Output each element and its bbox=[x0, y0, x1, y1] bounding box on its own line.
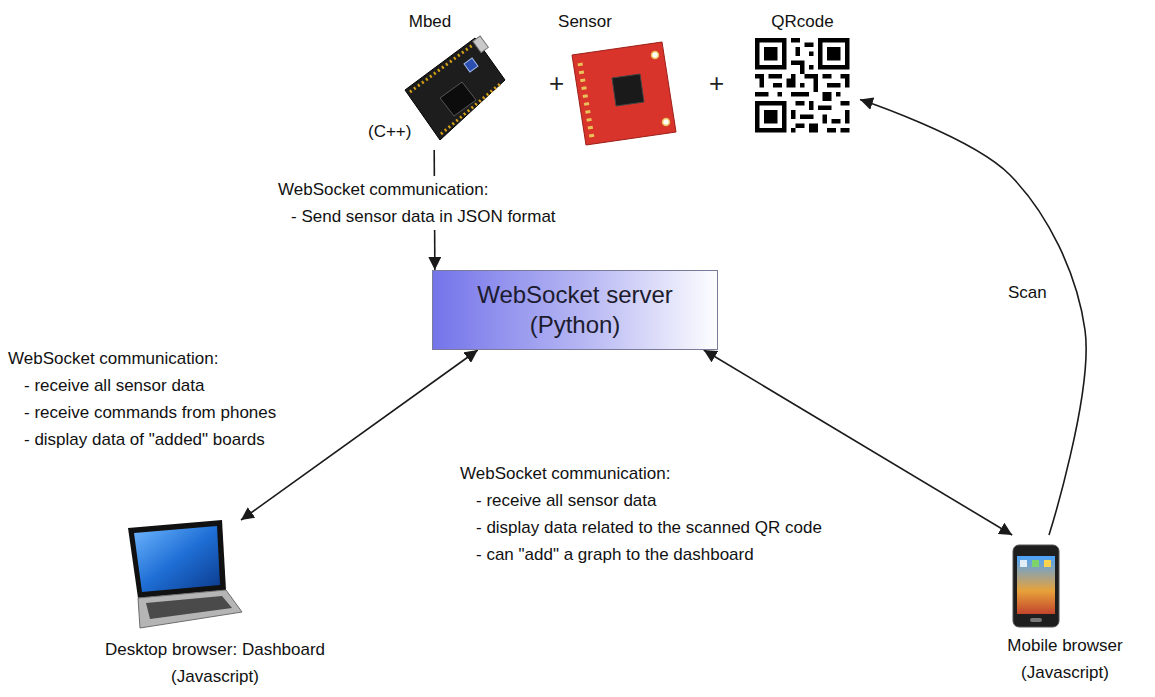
phone-body bbox=[1013, 545, 1059, 627]
phone-screen bbox=[1017, 556, 1055, 614]
qr-modules bbox=[755, 38, 850, 133]
websocket-arrow bbox=[704, 350, 1013, 535]
label-line: - receive commands from phones bbox=[8, 399, 276, 426]
edge-label: WebSocket communication: - receive all s… bbox=[8, 345, 276, 453]
plus-sign: + bbox=[549, 68, 564, 98]
plus-sign: + bbox=[709, 68, 724, 98]
board-body bbox=[405, 38, 505, 140]
edge-label-slot: WebSocket communication: - Send sensor d… bbox=[275, 176, 559, 230]
label-line: - Send sensor data in JSON format bbox=[275, 203, 559, 230]
edge-label-slot: WebSocket communication: - receive all s… bbox=[460, 460, 822, 568]
laptop-lid bbox=[128, 520, 226, 598]
label-line: - can "add" a graph to the dashboard bbox=[460, 541, 754, 568]
board-body bbox=[572, 42, 676, 145]
label-line: WebSocket communication: bbox=[275, 176, 491, 203]
pin-row bbox=[580, 63, 592, 138]
label-line: - display data of "added" boards bbox=[8, 426, 265, 453]
websocket-arrow bbox=[860, 100, 1086, 536]
node-caption: (C++) bbox=[368, 118, 438, 145]
label-slot: + bbox=[549, 68, 564, 98]
node-caption: QRcode bbox=[745, 8, 860, 35]
text-slot: Sensor bbox=[525, 8, 645, 35]
usb-connector bbox=[473, 36, 489, 53]
mount-hole bbox=[652, 52, 659, 59]
edge-label: Scan bbox=[1008, 279, 1047, 306]
phone-illustration bbox=[1013, 545, 1059, 627]
chip bbox=[440, 82, 476, 116]
qr-finder bbox=[755, 38, 850, 133]
qr-code bbox=[755, 38, 850, 133]
reset-button bbox=[464, 58, 478, 72]
label-line: WebSocket communication: bbox=[8, 345, 218, 372]
edge-label: WebSocket communication: - Send sensor d… bbox=[275, 176, 559, 230]
label-line: - receive all sensor data bbox=[8, 372, 204, 399]
label-line: - receive all sensor data bbox=[460, 487, 656, 514]
phone-icon bbox=[1020, 560, 1027, 567]
label-line: WebSocket communication: bbox=[460, 460, 670, 487]
websocket-arrow bbox=[241, 350, 478, 520]
phone-icon bbox=[1032, 560, 1039, 567]
server-box: WebSocket server (Python) bbox=[432, 270, 718, 350]
text-slot: QRcode bbox=[745, 8, 860, 35]
text-slot: (C++) bbox=[368, 118, 438, 145]
node-caption: Mobile browser (Javascript) bbox=[985, 632, 1145, 686]
sensor-board bbox=[572, 42, 676, 145]
text-slot: Mbed bbox=[360, 8, 500, 35]
mbed-board bbox=[405, 36, 505, 140]
mobile-node: Mobile browser (Javascript) bbox=[985, 535, 1145, 692]
label-line: - display data related to the scanned QR… bbox=[460, 514, 822, 541]
qrcode-node: QRcode bbox=[745, 5, 860, 140]
laptop-screen bbox=[134, 526, 220, 592]
node-caption: Sensor bbox=[525, 8, 645, 35]
node-text: WebSocket server (Python) bbox=[450, 280, 700, 340]
board-node: Mbed (C++) bbox=[360, 5, 500, 150]
text-slot: Desktop browser: Dashboard (Javascript) bbox=[85, 636, 345, 690]
edge-label-slot: WebSocket communication: - receive all s… bbox=[8, 345, 276, 453]
mount-hole bbox=[663, 119, 670, 126]
phone-icon bbox=[1044, 560, 1051, 567]
chip bbox=[612, 74, 644, 106]
phone-button bbox=[1030, 618, 1042, 622]
edge-label-slot: Scan bbox=[1008, 279, 1047, 306]
laptop-keyboard bbox=[146, 596, 232, 619]
text-slot: Mobile browser (Javascript) bbox=[985, 632, 1145, 686]
laptop-base bbox=[138, 590, 242, 628]
sensor-node: Sensor bbox=[525, 5, 645, 150]
node-caption: Desktop browser: Dashboard (Javascript) bbox=[85, 636, 345, 690]
label-slot: + bbox=[709, 68, 724, 98]
desktop-node: Desktop browser: Dashboard (Javascript) bbox=[85, 520, 345, 692]
edge-label: WebSocket communication: - receive all s… bbox=[460, 460, 822, 568]
laptop-illustration bbox=[128, 520, 242, 628]
node-caption: Mbed bbox=[360, 8, 500, 35]
label-line: Scan bbox=[1008, 279, 1047, 306]
